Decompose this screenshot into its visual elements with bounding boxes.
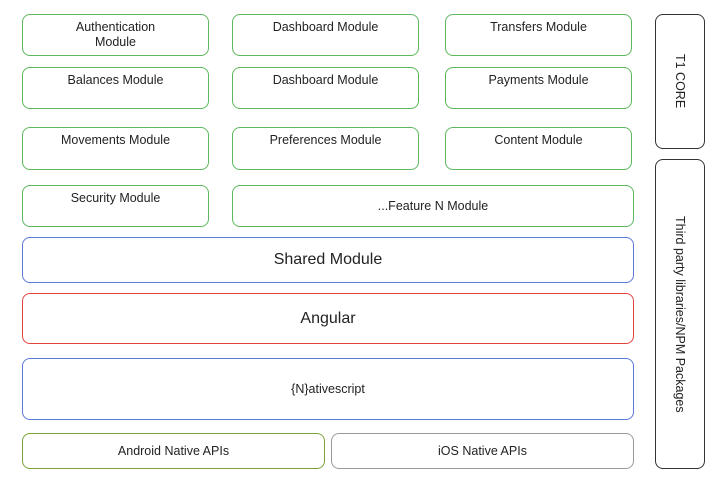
ios-native-apis-box: iOS Native APIs xyxy=(331,433,634,469)
payments-module-box: Payments Module xyxy=(445,67,632,109)
preferences-module-box: Preferences Module xyxy=(232,127,419,170)
dashboard-module-box-2: Dashboard Module xyxy=(232,67,419,109)
movements-module-box: Movements Module xyxy=(22,127,209,170)
module-label: ...Feature N Module xyxy=(377,198,489,213)
feature-n-module-box: ...Feature N Module xyxy=(232,185,634,227)
module-label: Security Module xyxy=(70,191,161,205)
module-label: Dashboard Module xyxy=(272,20,379,34)
t1-core-label: T1 CORE xyxy=(673,54,687,109)
third-party-libraries-label: Third party libraries/NPM Packages xyxy=(673,215,687,413)
module-label: Movements Module xyxy=(60,133,171,147)
module-label: Balances Module xyxy=(67,73,164,87)
shared-module-label: Shared Module xyxy=(273,251,383,268)
ios-native-apis-label: iOS Native APIs xyxy=(438,444,527,458)
module-label: Transfers Module xyxy=(490,20,587,34)
content-module-box: Content Module xyxy=(445,127,632,170)
t1-core-box: T1 CORE xyxy=(655,14,705,149)
security-module-box: Security Module xyxy=(22,185,209,227)
module-label: Dashboard Module xyxy=(272,73,379,87)
nativescript-box: {N}ativescript xyxy=(22,358,634,420)
module-label: Payments Module xyxy=(488,73,589,87)
module-label: Authentication Module xyxy=(75,20,156,49)
authentication-module-box: Authentication Module xyxy=(22,14,209,56)
dashboard-module-box-1: Dashboard Module xyxy=(232,14,419,56)
android-native-apis-box: Android Native APIs xyxy=(22,433,325,469)
shared-module-box: Shared Module xyxy=(22,237,634,283)
transfers-module-box: Transfers Module xyxy=(445,14,632,56)
nativescript-label: {N}ativescript xyxy=(291,382,365,396)
balances-module-box: Balances Module xyxy=(22,67,209,109)
angular-label: Angular xyxy=(300,309,356,327)
module-label: Preferences Module xyxy=(269,133,382,147)
module-label: Content Module xyxy=(494,133,583,147)
android-native-apis-label: Android Native APIs xyxy=(117,444,230,458)
third-party-libraries-box: Third party libraries/NPM Packages xyxy=(655,159,705,469)
angular-box: Angular xyxy=(22,293,634,344)
